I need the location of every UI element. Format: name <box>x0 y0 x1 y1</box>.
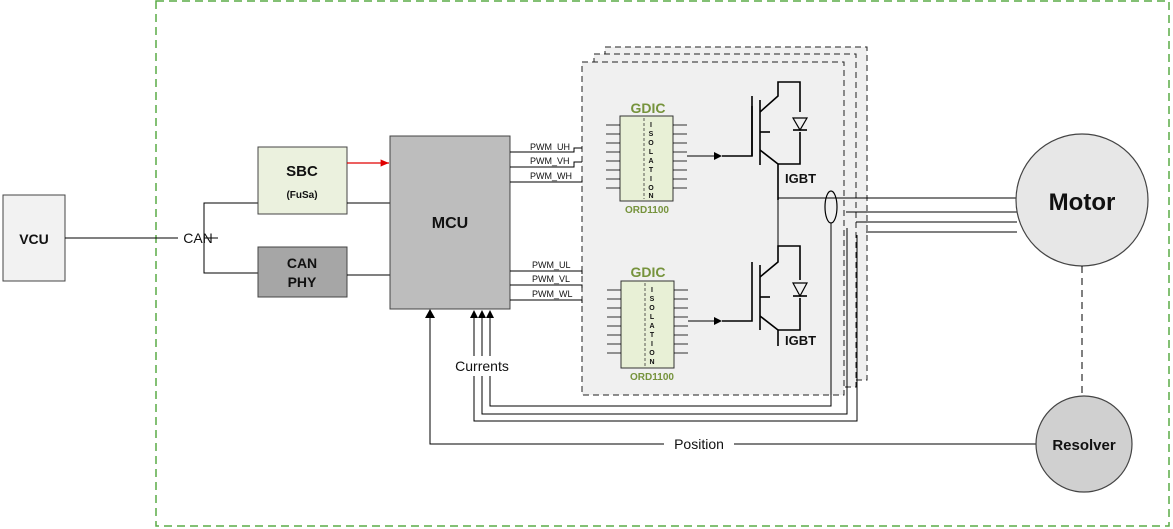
can-phy-block: CAN PHY <box>257 246 348 298</box>
svg-text:S: S <box>649 131 654 138</box>
fusa-label: (FuSa) <box>286 190 317 201</box>
svg-text:A: A <box>648 158 653 165</box>
motor-label: Motor <box>1049 189 1116 216</box>
svg-text:I: I <box>650 176 652 183</box>
resolver-label: Resolver <box>1052 437 1116 454</box>
svg-text:I: I <box>650 122 652 129</box>
gdic-bottom-title: GDIC <box>631 264 666 280</box>
pwm-ul-label: PWM_UL <box>532 260 571 270</box>
svg-text:N: N <box>649 359 654 366</box>
igbt-top <box>722 81 809 200</box>
position-feedback <box>429 313 1036 445</box>
gdic-top-part: ORD1100 <box>625 205 669 216</box>
system-boundary <box>155 0 1170 527</box>
svg-text:I: I <box>651 341 653 348</box>
mcu-label: MCU <box>432 215 468 232</box>
vcu-block: VCU <box>2 194 66 282</box>
pwm-uh-label: PWM_UH <box>530 142 570 152</box>
sbc-block: SBC (FuSa) <box>257 146 348 215</box>
svg-text:A: A <box>649 323 654 330</box>
pwm-vl-label: PWM_VL <box>532 274 570 284</box>
svg-text:O: O <box>648 185 654 192</box>
phase-outputs <box>777 197 1017 246</box>
svg-text:S: S <box>650 296 655 303</box>
svg-text:T: T <box>650 332 655 339</box>
svg-text:I: I <box>651 287 653 294</box>
svg-text:T: T <box>649 167 654 174</box>
gdic-top: GDIC I S O L A T I O N ORD1100 <box>606 100 687 216</box>
svg-text:O: O <box>649 350 655 357</box>
svg-text:O: O <box>648 140 654 147</box>
igbt-top-label: IGBT <box>785 171 816 186</box>
can-label: CAN <box>183 230 213 246</box>
vcu-label: VCU <box>19 231 49 247</box>
svg-text:O: O <box>649 305 655 312</box>
can-bus <box>65 202 258 274</box>
pwm-vh-label: PWM_VH <box>530 156 570 166</box>
mcu-block: MCU <box>389 135 511 310</box>
pwm-wl-label: PWM_WL <box>532 289 573 299</box>
pwm-low-lines <box>510 270 583 303</box>
sbc-label: SBC <box>286 163 318 180</box>
can-phy-label-2: PHY <box>288 274 317 290</box>
gdic-top-title: GDIC <box>631 100 666 116</box>
svg-text:L: L <box>649 149 654 156</box>
currents-label: Currents <box>455 358 509 374</box>
gdic-bottom-part: ORD1100 <box>630 372 674 383</box>
pwm-wh-label: PWM_WH <box>530 171 572 181</box>
svg-text:L: L <box>650 314 655 321</box>
svg-text:N: N <box>648 193 653 200</box>
pwm-high-lines <box>510 147 583 183</box>
gdic-bottom: GDIC I S O L A T I O N ORD1100 <box>607 264 688 383</box>
position-label: Position <box>674 436 724 452</box>
can-phy-label-1: CAN <box>287 255 317 271</box>
motor: Motor <box>1015 133 1149 267</box>
igbt-bottom-label: IGBT <box>785 333 816 348</box>
resolver: Resolver <box>1035 395 1133 493</box>
